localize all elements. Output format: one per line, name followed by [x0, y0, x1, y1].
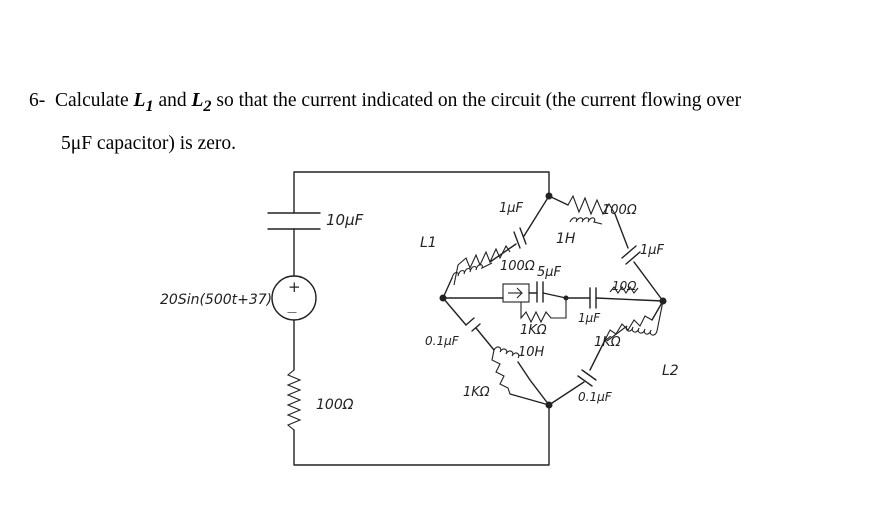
label-source: 20Sin(500t+37): [160, 292, 272, 308]
label-cap-01-left: 0.1μF: [425, 334, 460, 348]
question-and: and: [158, 90, 187, 111]
middle-branch: 5μF 1KΩ 10Ω 1μF: [442, 265, 664, 338]
inductor-l1: [451, 262, 493, 279]
label-ind-1h: 1H: [556, 231, 576, 247]
label-res-source: 100Ω: [316, 397, 354, 413]
inductor-1h: [569, 217, 603, 225]
question-line2: 5μF capacitor) is zero.: [61, 132, 237, 154]
inductor-l2: [606, 300, 664, 342]
label-l1: L1: [420, 235, 437, 251]
voltage-source: + — 20Sin(500t+37): [160, 275, 317, 321]
lower-left-arm: 0.1μF 10H 1KΩ: [425, 297, 550, 406]
capacitor-10uf: 10μF: [267, 211, 364, 230]
l1-subscript: 1: [145, 96, 154, 115]
label-res-1k-mid: 1KΩ: [520, 323, 547, 338]
bridge-nodes: [439, 192, 667, 409]
label-l2: L2: [662, 363, 679, 379]
label-res-left-top: 100Ω: [500, 259, 535, 274]
upper-left-arm: 1μF L1 100Ω: [420, 195, 550, 299]
label-res-right-top: 100Ω: [602, 203, 637, 218]
upper-right-arm: 100Ω 1H 1μF: [548, 194, 665, 302]
inductor-10h: [493, 346, 520, 359]
label-plus: +: [288, 278, 301, 296]
label-ind-10h: 10H: [518, 345, 545, 360]
question-pre: Calculate: [55, 90, 129, 111]
label-cap-source: 10μF: [326, 211, 364, 229]
question-text: 6- Calculate L1 and L2 so that the curre…: [29, 82, 869, 163]
question-number: 6-: [29, 90, 46, 111]
resistor-100-right-top: [567, 194, 616, 216]
resistor-1k-right: [605, 315, 653, 339]
label-cap-01-bottom: 0.1μF: [578, 390, 613, 404]
question-rest: so that the current indicated on the cir…: [216, 90, 742, 111]
label-cap-top: 1μF: [499, 201, 524, 216]
label-res-1k-left: 1KΩ: [463, 385, 490, 400]
lower-right-arm: 1KΩ L2 0.1μF: [548, 300, 679, 406]
l2-symbol: L: [191, 90, 204, 111]
label-minus: —: [287, 307, 297, 318]
label-res-10: 10Ω: [612, 279, 637, 293]
l2-subscript: 2: [203, 96, 212, 115]
label-cap-1uf-mid: 1μF: [578, 311, 601, 325]
resistor-100-source: 100Ω: [286, 369, 354, 431]
l1-symbol: L: [133, 90, 146, 111]
label-res-1k-right: 1KΩ: [594, 335, 621, 350]
label-cap-right-top: 1μF: [640, 243, 665, 258]
label-cap-5uf: 5μF: [537, 265, 562, 280]
outer-wires: [293, 171, 550, 466]
